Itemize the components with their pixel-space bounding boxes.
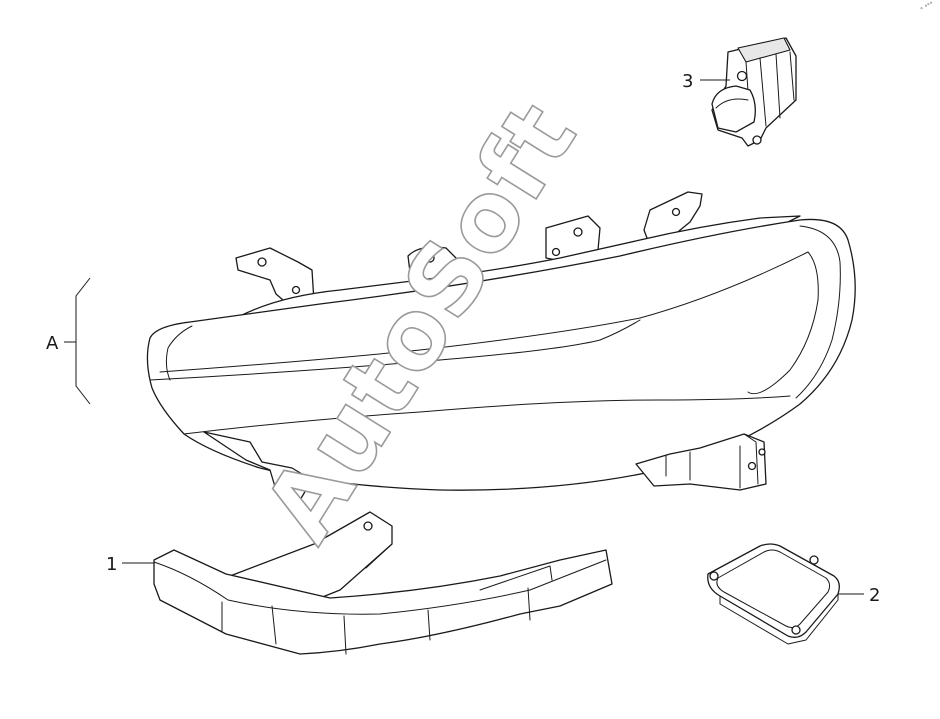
part-2-control-module (707, 543, 840, 645)
part-1-lower-trim (153, 511, 613, 655)
corner-mark: ° °°° (920, 1, 936, 14)
callout-3: 3 (682, 71, 693, 92)
callout-1: 1 (106, 554, 117, 575)
headlamp-assembly (146, 191, 856, 501)
callout-2: 2 (869, 585, 880, 606)
part-3-actuator (711, 37, 797, 147)
callout-A: A (46, 333, 59, 354)
assembly-bracket (75, 277, 91, 405)
